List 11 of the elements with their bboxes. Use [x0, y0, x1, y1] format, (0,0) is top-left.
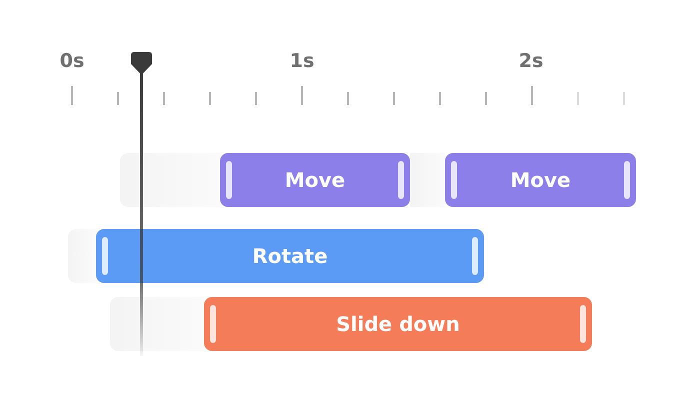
clip-label: Rotate [252, 244, 328, 268]
animation-clip [204, 297, 592, 351]
animation-clip [445, 153, 636, 207]
time-label: 2s [518, 50, 544, 72]
clip-label: Move [510, 168, 571, 192]
animation-clip [96, 229, 484, 283]
clip-label: Slide down [336, 312, 460, 336]
animation-clip [220, 153, 410, 207]
time-label: 0s [60, 50, 84, 72]
time-label: 1s [290, 50, 314, 72]
clip-label: Move [284, 168, 346, 192]
